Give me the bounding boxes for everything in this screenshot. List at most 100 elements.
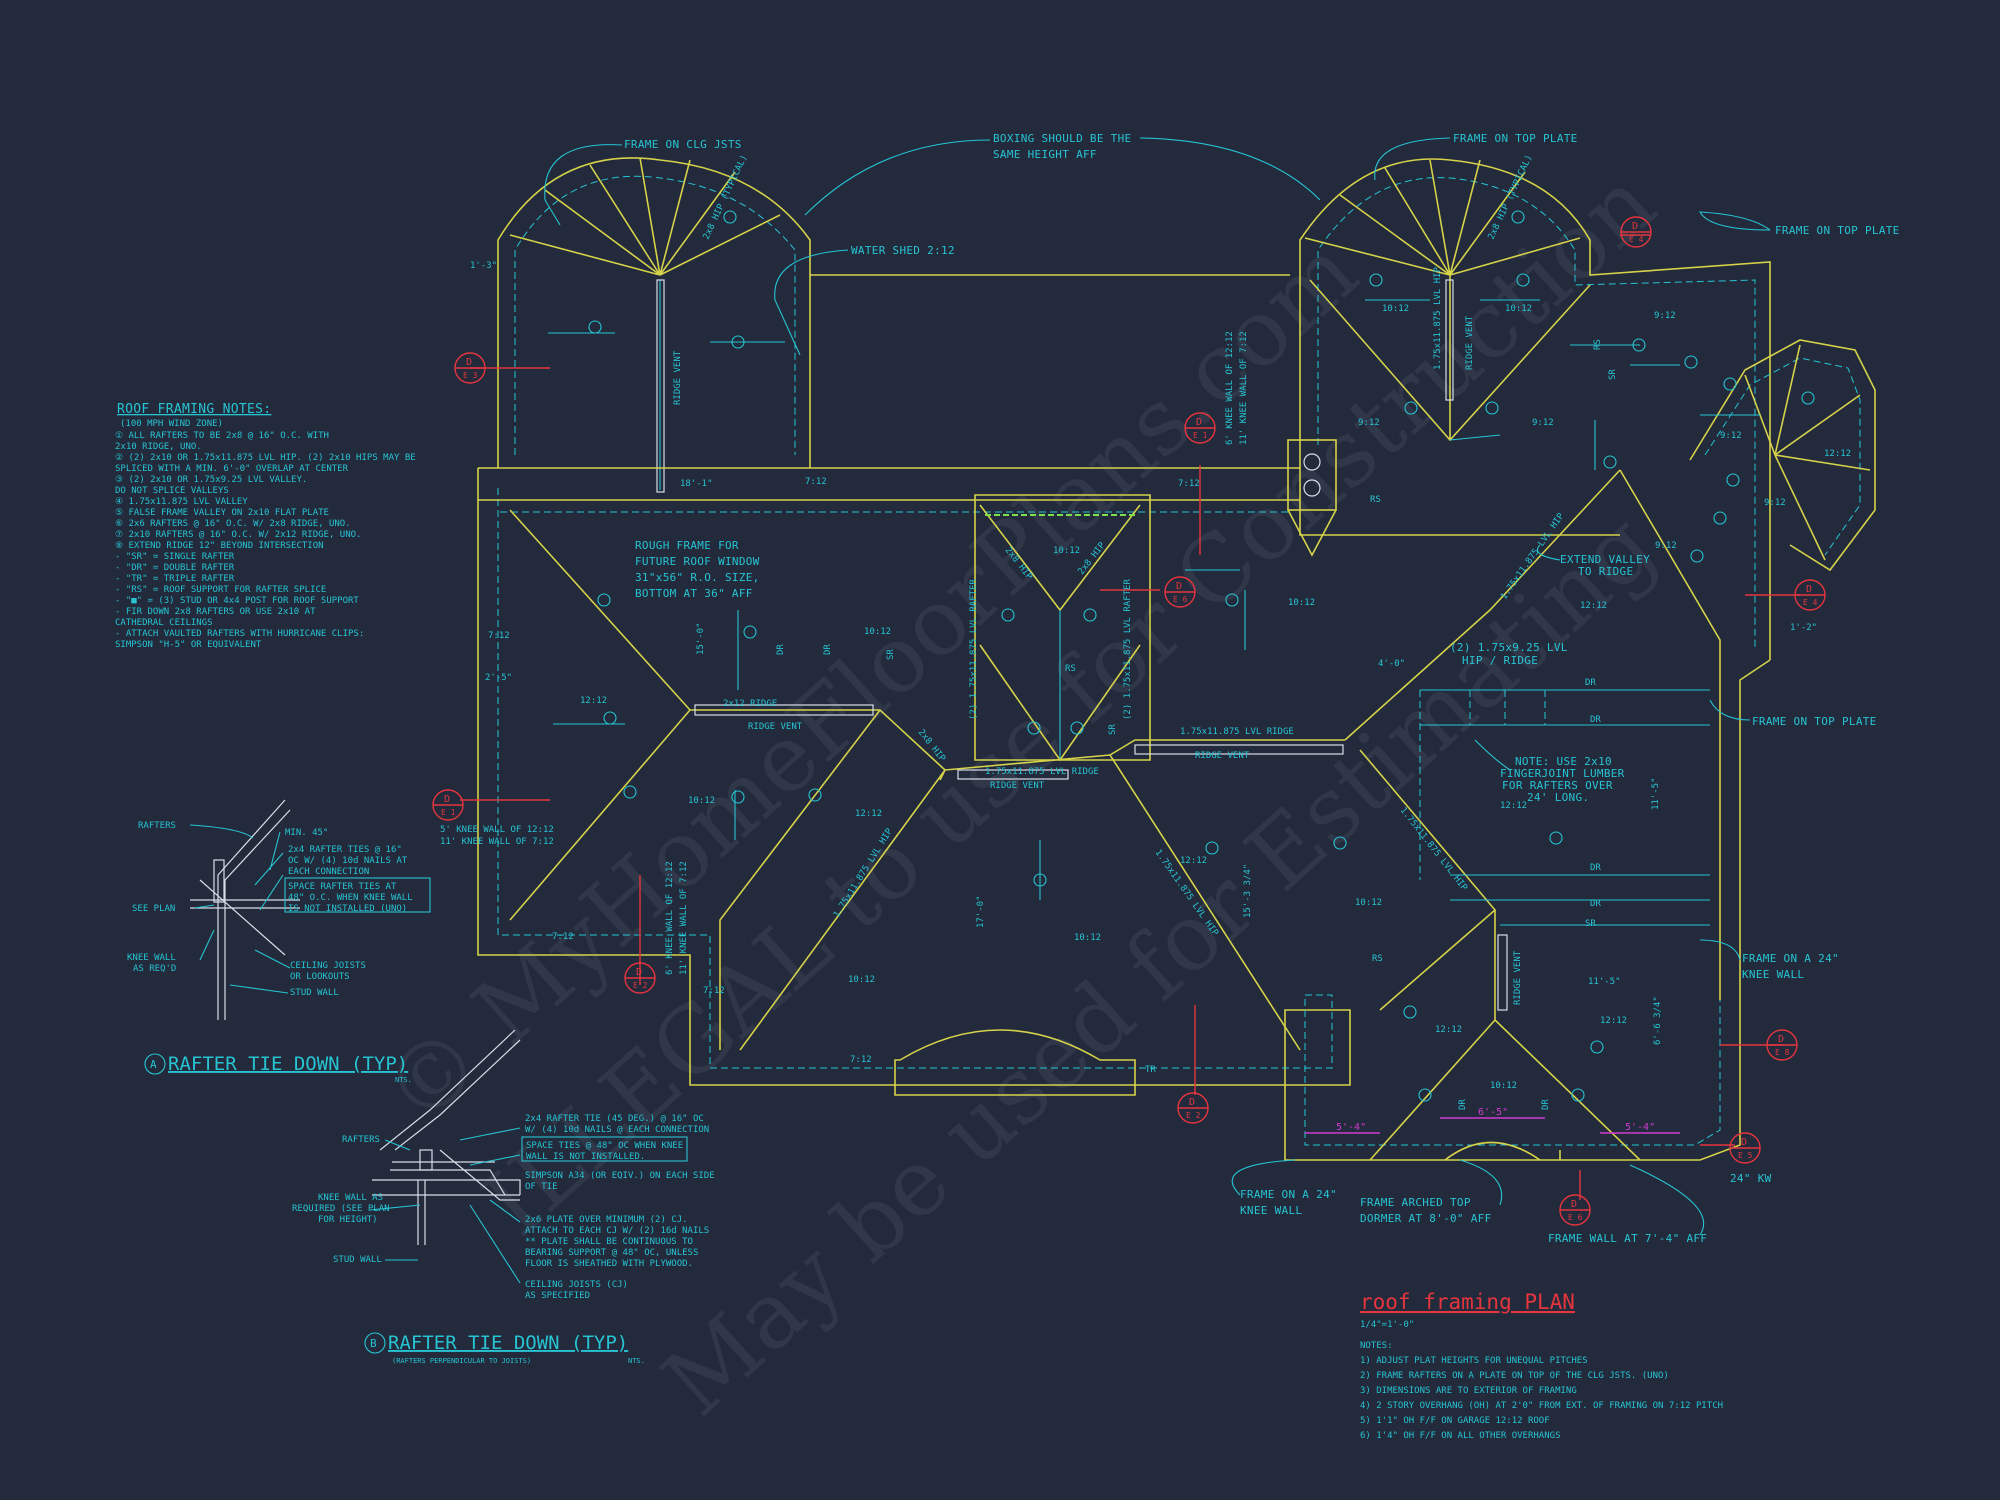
svg-text:E 2: E 2 xyxy=(1186,1111,1201,1120)
label-pitch: 10:12 xyxy=(1505,304,1532,314)
label-sr: SR xyxy=(1108,724,1118,735)
svg-text:E 1: E 1 xyxy=(441,808,456,817)
callout-lvl-hip-2: HIP / RIDGE xyxy=(1462,654,1538,667)
section-marker: D E 3 xyxy=(454,352,486,384)
plan-note: 1) ADJUST PLAT HEIGHTS FOR UNEQUAL PITCH… xyxy=(1360,1356,1588,1366)
callout-rough-1: ROUGH FRAME FOR xyxy=(635,539,739,552)
callouts: FRAME ON CLG JSTS BOXING SHOULD BE THE S… xyxy=(440,132,1900,1245)
label-dr: DR xyxy=(1458,1099,1468,1110)
label-pitch: 7:12 xyxy=(805,477,827,487)
label-rs: RS xyxy=(1593,339,1603,350)
note-line: ④ 1.75x11.875 LVL VALLEY xyxy=(115,497,248,507)
dim-18-1: 18'-1" xyxy=(680,479,713,489)
detail-b-plate-3: ** PLATE SHALL BE CONTINUOUS TO xyxy=(525,1237,693,1247)
callout-note-2: FINGERJOINT LUMBER xyxy=(1500,767,1625,780)
section-marker: D E 4 xyxy=(1794,579,1826,611)
callout-note-4: 24' LONG. xyxy=(1527,791,1589,804)
callout-frame-top-2: FRAME ON TOP PLATE xyxy=(1775,224,1900,237)
svg-text:E 4: E 4 xyxy=(1803,598,1818,607)
plan-note: 5) 1'1" OH F/F ON GARAGE 12:12 ROOF xyxy=(1360,1416,1550,1426)
rafter-direction-arrows xyxy=(548,299,1760,900)
note-line: - FIR DOWN 2x8 RAFTERS OR USE 2x10 AT xyxy=(115,607,316,617)
svg-text:E 6: E 6 xyxy=(1568,1213,1583,1222)
label-rs: RS xyxy=(1370,495,1381,505)
svg-text:D: D xyxy=(466,357,472,368)
detail-b-plate-1: 2x6 PLATE OVER MINIMUM (2) CJ. xyxy=(525,1215,688,1225)
note-line: SIMPSON "H-5" OR EQUIVALENT xyxy=(115,640,262,650)
detail-a-title: RAFTER TIE DOWN (TYP) xyxy=(168,1053,408,1075)
detail-b-cj-1: CEILING JOISTS (CJ) xyxy=(525,1280,628,1290)
svg-text:D: D xyxy=(1741,1137,1747,1148)
label-rafter-lvl: (2) 1.75x11.875 LVL RAFTER xyxy=(969,579,979,720)
section-marker: D E 2 xyxy=(1177,1092,1209,1124)
chimney xyxy=(1287,439,1337,511)
detail-b-cj-2: AS SPECIFIED xyxy=(525,1291,590,1301)
detail-b-tie-1: 2x4 RAFTER TIE (45 DEG.) @ 16" OC xyxy=(525,1114,704,1124)
label-pitch: 9:12 xyxy=(1764,498,1786,508)
dim-17-0: 17'-0" xyxy=(976,895,986,928)
callout-frame24b-2: KNEE WALL xyxy=(1240,1204,1302,1217)
label-pitch: 7:12 xyxy=(552,932,574,942)
callout-knee-a-2: 11' KNEE WALL OF 7:12 xyxy=(440,837,554,847)
front-arched-entry xyxy=(894,1029,1136,1096)
callout-frame-top-3: FRAME ON TOP PLATE xyxy=(1752,715,1877,728)
label-sr: SR xyxy=(886,649,896,660)
detail-b-knee-3: FOR HEIGHT) xyxy=(318,1215,378,1225)
detail-a-rafters: RAFTERS xyxy=(138,821,176,831)
note-line: SPLICED WITH A MIN. 6'-0" OVERLAP AT CEN… xyxy=(115,464,349,474)
right-bay-outline xyxy=(1299,158,1771,660)
detail-a-ceiling-1: CEILING JOISTS xyxy=(290,961,366,971)
detail-b-simpson-2: OF TIE xyxy=(525,1182,558,1192)
callout-boxing-1: BOXING SHOULD BE THE xyxy=(993,132,1131,145)
right-bay-fan-rafters xyxy=(1304,159,1581,276)
detail-a-ties-1: 2x4 RAFTER TIES @ 16" xyxy=(288,845,402,855)
plan-note: 4) 2 STORY OVERHANG (OH) AT 2'0" FROM EX… xyxy=(1360,1401,1723,1411)
label-pitch: 12:12 xyxy=(855,809,882,819)
section-marker: D E 6 xyxy=(1164,576,1196,608)
svg-text:D: D xyxy=(1571,1199,1577,1210)
callout-arched-2: DORMER AT 8'-0" AFF xyxy=(1360,1212,1492,1225)
label-ridge-vent: RIDGE VENT xyxy=(1465,315,1475,370)
note-line: ① ALL RAFTERS TO BE 2x8 @ 16" O.C. WITH xyxy=(115,431,329,441)
callout-frame-clg: FRAME ON CLG JSTS xyxy=(624,138,742,151)
detail-b-knee-2: REQUIRED (SEE PLAN xyxy=(292,1204,390,1214)
octagon-bay-outline xyxy=(1689,339,1876,572)
label-rs: RS xyxy=(1372,954,1383,964)
detail-a-ties-3: EACH CONNECTION xyxy=(288,867,369,877)
label-pitch: 7:12 xyxy=(488,631,510,641)
note-line: ⑦ 2x10 RAFTERS @ 16" O.C. W/ 2x12 RIDGE,… xyxy=(115,530,361,540)
detail-b-rafters: RAFTERS xyxy=(342,1135,380,1145)
svg-text:D: D xyxy=(1189,1097,1195,1108)
section-marker: D E 1 xyxy=(432,789,464,821)
detail-a-ceiling-2: OR LOOKOUTS xyxy=(290,972,350,982)
detail-a-space-2: 48" O.C. WHEN KNEE WALL xyxy=(288,893,413,903)
label-sr: SR xyxy=(1585,919,1596,929)
label-pitch: 12:12 xyxy=(1435,1025,1462,1035)
label-ridge-vent: RIDGE VENT xyxy=(1195,751,1250,761)
detail-a-space-3: IS NOT INSTALLED (UNO) xyxy=(288,904,407,914)
right-hip-roof xyxy=(1359,749,1641,1161)
svg-text:E 3: E 3 xyxy=(463,371,478,380)
label-pitch: 7:12 xyxy=(1178,479,1200,489)
callout-rough-3: 31"x56" R.O. SIZE, xyxy=(635,571,760,584)
plan-scale: 1/4"=1'-0" xyxy=(1360,1320,1414,1330)
callout-rough-4: BOTTOM AT 36" AFF xyxy=(635,587,753,600)
callout-frame24-1: FRAME ON A 24" xyxy=(1742,952,1839,965)
label-lvl-hip: 1.75x11.875 LVL HIP xyxy=(1433,266,1443,370)
label-ridge-vent: RIDGE VENT xyxy=(748,722,803,732)
note-line: ⑤ FALSE FRAME VALLEY ON 2x10 FLAT PLATE xyxy=(115,508,329,518)
label-pitch: 9:12 xyxy=(1358,418,1380,428)
arched-dormer xyxy=(1444,1141,1541,1161)
dim-5-4: 5'-4" xyxy=(1336,1122,1366,1133)
notes-heading: ROOF FRAMING NOTES: xyxy=(117,402,271,417)
detail-b-subtitle: (RAFTERS PERPENDICULAR TO JOISTS) xyxy=(392,1357,531,1365)
callout-frame-top-1: FRAME ON TOP PLATE xyxy=(1453,132,1578,145)
label-rafter-lvl: (2) 1.75x11.875 LVL RAFTER xyxy=(1123,579,1133,720)
label-dr: DR xyxy=(823,644,833,655)
detail-a-knee-1: KNEE WALL xyxy=(127,953,176,963)
callout-lvl-hip-1: (2) 1.75x9.25 LVL xyxy=(1450,641,1568,654)
dim-15-3: 15'-3 3/4" xyxy=(1243,864,1253,918)
label-tr: TR xyxy=(1145,1065,1156,1075)
label-pitch: 12:12 xyxy=(1600,1016,1627,1026)
note-line: DO NOT SPLICE VALLEYS xyxy=(115,486,229,496)
